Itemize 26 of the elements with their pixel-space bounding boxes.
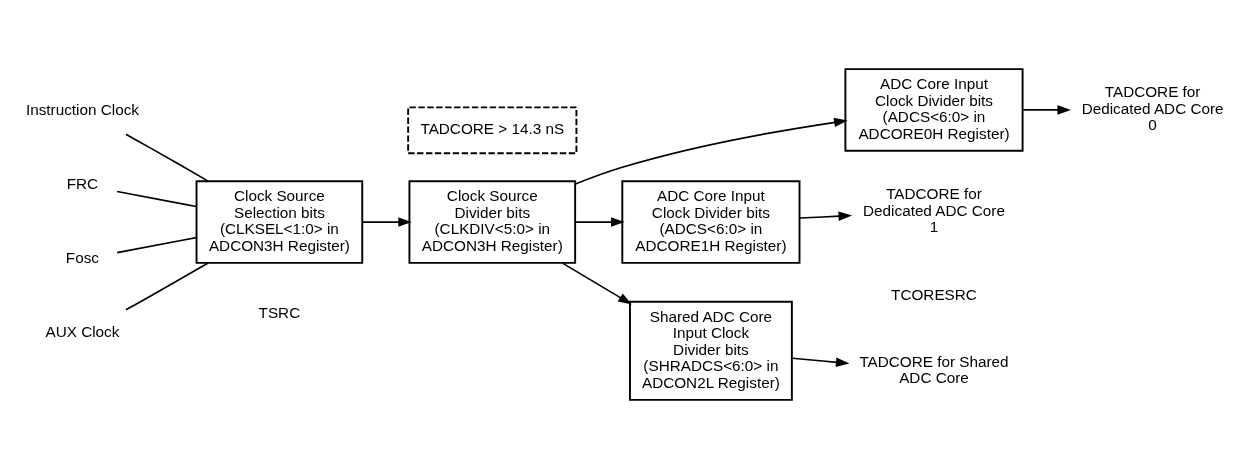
node-text: Fosc (65, 248, 100, 266)
arrow (799, 211, 853, 221)
connector (116, 190, 198, 207)
node-text: TADCORE for Shared ADC Core (859, 352, 1009, 386)
arrow (574, 117, 848, 185)
arrow (574, 216, 625, 227)
connector (116, 236, 198, 253)
node-text: FRC (66, 174, 99, 192)
node-text: TADCORE for Dedicated ADC Core 1 (863, 184, 1005, 235)
connector (125, 261, 209, 311)
arrow (561, 261, 632, 304)
node-box: ADC Core Input Clock Divider bits (ADCS<6:0> in ADCORE1H Register) (621, 179, 801, 264)
arrow (791, 356, 850, 367)
label: TCORESRC (891, 285, 977, 303)
node-box: Shared ADC Core Input Clock Divider bits (SHRADCS<6:0> in ADCON2L Register) (629, 300, 793, 401)
node-text: Instruction Clock (25, 100, 139, 118)
node-box: TADCORE > 14.3 nS (407, 105, 578, 154)
arrow (1022, 104, 1071, 115)
node-text: AUX Clock (45, 322, 120, 340)
node-text: TADCORE for Dedicated ADC Core 0 (1081, 82, 1224, 133)
node-box: ADC Core Input Clock Divider bits (ADCS<6:0> in ADCORE0H Register) (844, 67, 1024, 152)
node-box: Clock Source Selection bits (CLKSEL<1:0> in ADCON3H Register) (195, 179, 364, 264)
label: TSRC (258, 303, 301, 321)
connector (125, 132, 209, 182)
arrow (361, 216, 412, 227)
node-box: Clock Source Divider bits (CLKDIV<5:0> in ADCON3H Register) (408, 179, 577, 264)
